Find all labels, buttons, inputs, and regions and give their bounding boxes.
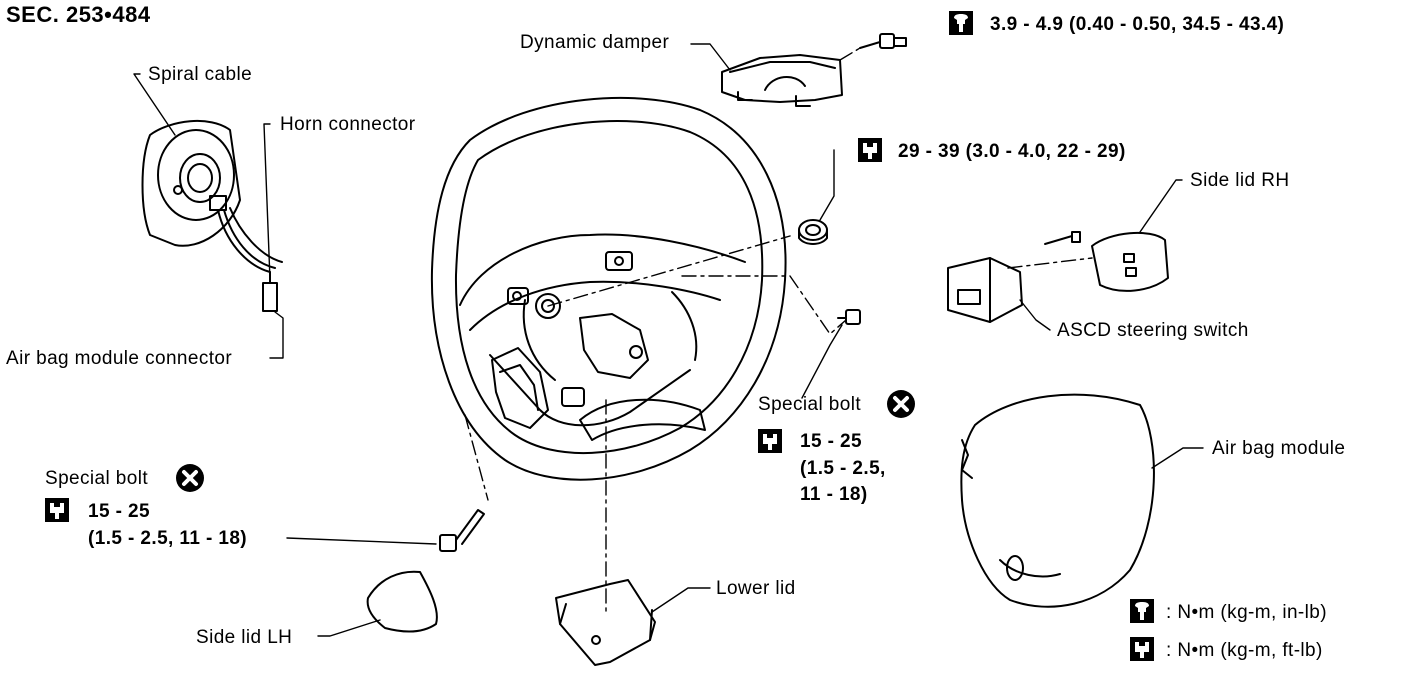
label-dynamic-damper: Dynamic damper: [520, 32, 670, 53]
wrench-ft-lb-icon: [758, 429, 782, 453]
torque-special-bolt-left-line2: (1.5 - 2.5, 11 - 18): [88, 528, 248, 549]
legend-wrench-in-lb-icon: [1130, 599, 1154, 623]
label-special-bolt-left: Special bolt: [45, 468, 149, 489]
wrench-ft-lb-icon: [858, 138, 882, 162]
spiral-cable: [141, 119, 283, 312]
steering-wheel-nut: [798, 219, 828, 245]
steering-wheel: [430, 96, 787, 481]
label-air-bag-module-connector: Air bag module connector: [6, 348, 233, 369]
x-circle-icon: [176, 464, 204, 492]
special-bolt-left: [439, 509, 485, 552]
legend-in-lb: : N•m (kg-m, in-lb): [1166, 602, 1327, 623]
section-number: SEC. 253•484: [6, 2, 151, 27]
dynamic-damper: [721, 33, 907, 107]
torque-special-bolt-right-line1: 15 - 25: [800, 431, 862, 452]
side-lid-rh: [1091, 231, 1169, 292]
ascd-steering-switch: [947, 231, 1081, 323]
label-air-bag-module: Air bag module: [1212, 438, 1346, 459]
label-horn-connector: Horn connector: [280, 114, 416, 135]
special-bolt-right: [837, 309, 861, 325]
legend-wrench-ft-lb-icon: [1130, 637, 1154, 661]
label-lower-lid: Lower lid: [716, 578, 796, 599]
torque-special-bolt-right-line2: (1.5 - 2.5,: [800, 458, 886, 479]
torque-steering-wheel-nut: 29 - 39 (3.0 - 4.0, 22 - 29): [898, 141, 1126, 162]
label-side-lid-rh: Side lid RH: [1190, 170, 1290, 191]
torque-special-bolt-left-line1: 15 - 25: [88, 501, 150, 522]
assembly-center-lines: [464, 47, 1093, 613]
air-bag-module: [960, 393, 1155, 608]
wrench-in-lb-icon: [949, 11, 973, 35]
lower-lid: [555, 579, 656, 666]
label-special-bolt-right: Special bolt: [758, 394, 862, 415]
torque-dynamic-damper: 3.9 - 4.9 (0.40 - 0.50, 34.5 - 43.4): [990, 14, 1285, 35]
label-ascd-steering-switch: ASCD steering switch: [1057, 320, 1249, 341]
legend-ft-lb: : N•m (kg-m, ft-lb): [1166, 640, 1323, 661]
label-spiral-cable: Spiral cable: [148, 64, 253, 85]
side-lid-lh: [366, 570, 438, 633]
label-side-lid-lh: Side lid LH: [196, 627, 293, 648]
wrench-ft-lb-icon: [45, 498, 69, 522]
x-circle-icon: [887, 390, 915, 418]
torque-special-bolt-right-line3: 11 - 18): [800, 484, 868, 505]
leader-lines: [133, 43, 1204, 637]
